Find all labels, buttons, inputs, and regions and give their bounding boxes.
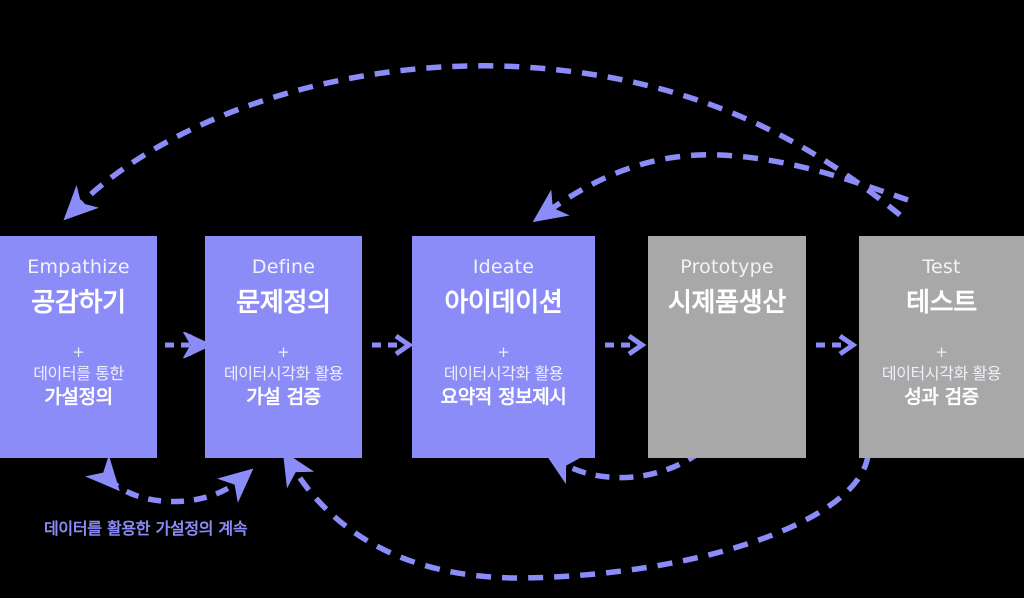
connector-ideate-to-prototype [603,332,647,358]
stage-plus-sign: + [277,343,290,361]
stage-sub-bold-label: 가설정의 [44,386,113,408]
arrow-test-to-empathize [63,63,902,221]
connector-prototype-to-test [814,332,858,358]
stage-sub-bold-label: 가설 검증 [246,386,321,408]
stage-eng-label: Prototype [680,256,774,278]
stage-eng-label: Define [251,256,316,278]
stage-plus-sign: + [72,343,85,361]
arrow-empathize-define-loop [85,455,254,505]
stage-kor-title: 문제정의 [236,288,331,318]
stage-eng-label: Ideate [472,256,535,278]
stage-box-test[interactable]: Test 테스트 + 데이터시각화 활용 성과 검증 [859,236,1024,458]
stage-sub-bold-label: 요약적 정보제시 [440,386,567,408]
stage-plus-sign: + [497,343,510,361]
stage-box-empathize[interactable]: Empathize 공감하기 + 데이터를 통한 가설정의 [0,236,157,458]
stage-box-ideate[interactable]: Ideate 아이데이션 + 데이터시각화 활용 요약적 정보제시 [412,236,595,458]
loop-caption: 데이터를 활용한 가설정의 계속 [44,519,248,538]
stage-sub-label: 데이터시각화 활용 [443,364,564,383]
stage-kor-title: 테스트 [906,288,977,318]
stage-kor-title: 아이데이션 [444,288,563,318]
stage-kor-title: 공감하기 [31,288,126,318]
connector-empathize-to-define [163,330,213,360]
stage-sub-bold-label: 성과 검증 [904,386,979,408]
stage-kor-title: 시제품생산 [667,288,787,318]
arrow-test-to-define [282,450,871,581]
stage-sub-label: 데이터시각화 활용 [881,364,1002,383]
connector-define-to-ideate [370,332,414,358]
arrow-test-to-ideate [532,152,909,223]
stage-eng-label: Test [922,256,961,278]
stage-sub-label: 데이터시각화 활용 [223,364,344,383]
stage-eng-label: Empathize [27,256,130,278]
stage-box-prototype[interactable]: Prototype 시제품생산 [648,236,806,458]
stage-plus-sign: + [935,343,948,361]
stage-box-define[interactable]: Define 문제정의 + 데이터시각화 활용 가설 검증 [205,236,362,458]
stage-sub-label: 데이터를 통한 [33,364,124,383]
